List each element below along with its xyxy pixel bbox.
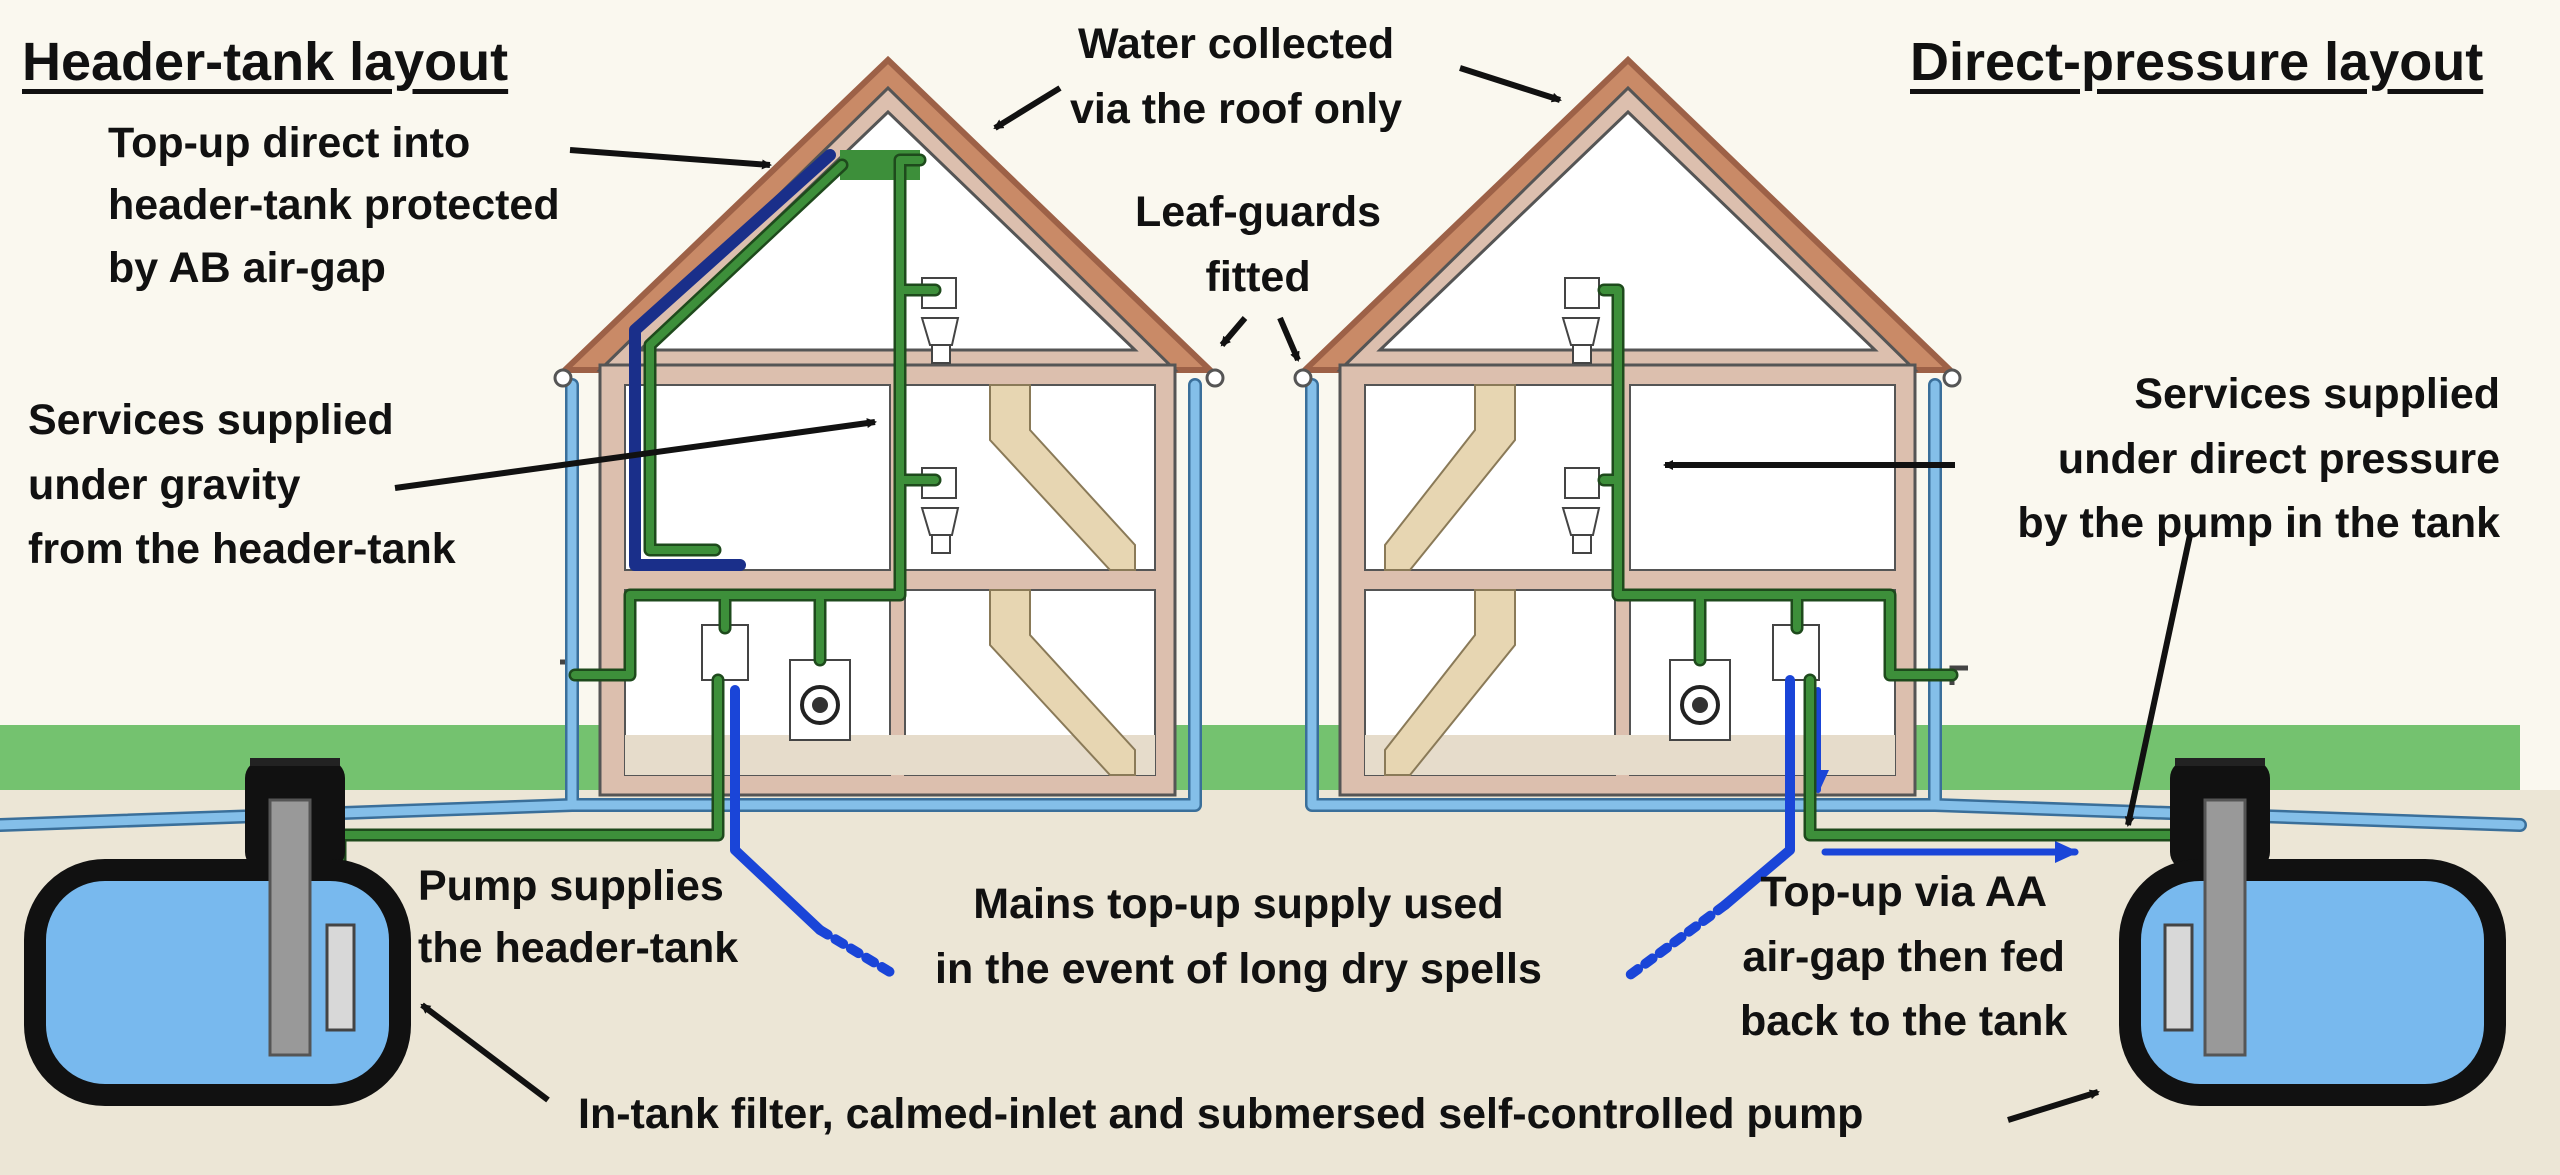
left-tank bbox=[24, 758, 411, 1106]
right-stairs-lower bbox=[1384, 589, 1516, 776]
left-house bbox=[557, 55, 1218, 797]
label-water-collected: Water collected via the roof only bbox=[1070, 20, 1403, 133]
arrow-gravity bbox=[394, 418, 877, 491]
title-direct-pressure-layout: Direct-pressure layout bbox=[1910, 32, 2484, 92]
arrow-in-tank-right bbox=[2007, 1089, 2100, 1123]
left-room-top-left bbox=[624, 384, 891, 571]
label-leaf-guards: Leaf-guards fitted bbox=[1135, 188, 1382, 301]
grass-strip bbox=[0, 725, 2520, 790]
arrow-roof-left bbox=[993, 85, 1062, 131]
left-washing-machine bbox=[789, 659, 851, 741]
arrow-topup-header bbox=[569, 147, 772, 170]
arrow-pump-tank bbox=[2124, 534, 2193, 827]
right-mains-dashed bbox=[1625, 900, 1730, 980]
right-room-top-right bbox=[1629, 384, 1896, 571]
label-pump-supplies: Pump supplies the header-tank bbox=[418, 862, 739, 973]
right-mains-feed bbox=[1720, 675, 1795, 910]
arrow-roof-right bbox=[1459, 65, 1562, 103]
mains-pipes bbox=[629, 149, 2079, 980]
right-gutter-outlet-left bbox=[1293, 368, 1313, 388]
right-washing-machine bbox=[1669, 659, 1731, 741]
left-stairs-lower bbox=[989, 589, 1136, 776]
right-stairs-upper bbox=[1384, 384, 1516, 571]
left-mains-dashed bbox=[815, 925, 900, 980]
label-services-gravity: Services supplied under gravity from the… bbox=[28, 396, 456, 573]
left-gutter-outlet-right bbox=[1205, 368, 1225, 388]
arrow-leaf-right bbox=[1277, 316, 1301, 362]
arrow-leaf-left bbox=[1219, 316, 1248, 347]
label-in-tank: In-tank filter, calmed-inlet and submers… bbox=[578, 1090, 1864, 1138]
label-services-pressure: Services supplied under direct pressure … bbox=[2017, 370, 2500, 547]
right-toilet-lower bbox=[1561, 467, 1601, 554]
label-topup-header-tank: Top-up direct into header-tank protected… bbox=[108, 119, 560, 292]
left-gutter-outlet bbox=[553, 368, 573, 388]
left-floor-ground bbox=[625, 735, 1155, 775]
left-mains-feed bbox=[730, 685, 825, 935]
right-toilet-upper bbox=[1561, 277, 1601, 364]
arrow-in-tank-left bbox=[420, 1002, 550, 1103]
title-header-tank-layout: Header-tank layout bbox=[22, 32, 509, 92]
callout-arrows bbox=[394, 65, 2193, 1123]
right-tank bbox=[2119, 758, 2506, 1106]
label-topup-aa: Top-up via AA air-gap then fed back to t… bbox=[1740, 868, 2068, 1045]
left-stairs-upper bbox=[989, 384, 1136, 571]
label-mains-topup: Mains top-up supply used in the event of… bbox=[935, 880, 1542, 993]
left-header-topup-pipe bbox=[629, 149, 836, 571]
right-gutter-outlet bbox=[1942, 368, 1962, 388]
right-attic bbox=[1376, 109, 1879, 352]
